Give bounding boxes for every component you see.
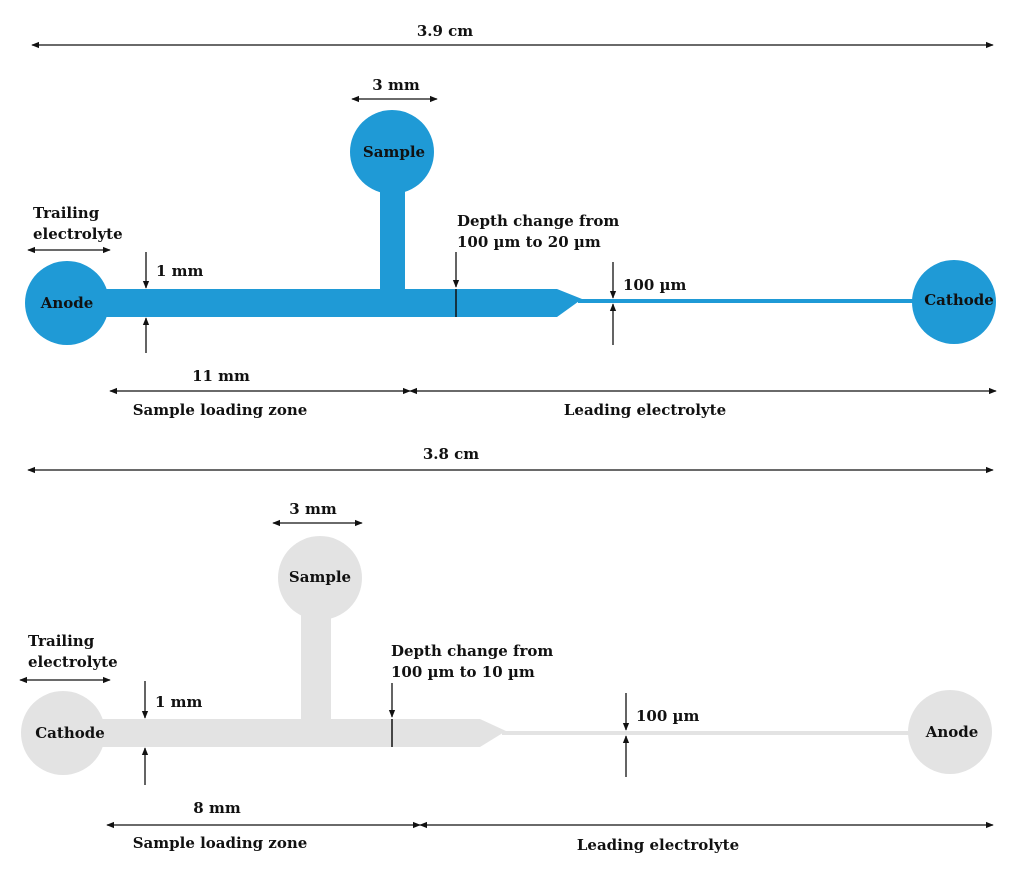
bottom-right-reservoir (908, 690, 992, 774)
bottom-right-electrode-label: Anode (925, 723, 979, 741)
top-sample-channel (380, 180, 405, 292)
bottom-sample-label: Sample (289, 568, 351, 586)
bottom-overall-length-label: 3.8 cm (423, 445, 479, 463)
bottom-chip: 3.8 cm 3 mm Sample Cathode Anode Trailin… (19, 445, 994, 854)
top-sample-label: Sample (363, 143, 425, 161)
bottom-sample-reservoir (278, 536, 362, 620)
top-sample-reservoir (350, 110, 434, 194)
bottom-trailing-label-line2: electrolyte (28, 653, 118, 671)
top-sample-zone-label: Sample loading zone (133, 401, 308, 419)
top-chip-body (25, 110, 996, 345)
top-main-channel (100, 289, 582, 317)
top-trailing-label-line2: electrolyte (33, 225, 123, 243)
bottom-channel-width-label: 1 mm (155, 693, 203, 711)
bottom-narrow-channel (502, 731, 912, 735)
bottom-depth-label-line1: Depth change from (391, 642, 553, 660)
top-depth-label-line1: Depth change from (457, 212, 619, 230)
bottom-zone-length-label: 8 mm (193, 799, 241, 817)
bottom-sample-channel (301, 606, 331, 721)
bottom-left-reservoir (21, 691, 105, 775)
top-reservoir-width-label: 3 mm (372, 76, 420, 94)
top-right-electrode-label: Cathode (924, 291, 994, 309)
top-narrow-channel (578, 299, 918, 303)
top-right-reservoir (912, 260, 996, 344)
top-zone-length-label: 11 mm (192, 367, 250, 385)
top-overall-length-label: 3.9 cm (417, 22, 473, 40)
top-trailing-label-line1: Trailing (33, 204, 100, 222)
top-narrow-width-label: 100 µm (623, 276, 687, 294)
bottom-reservoir-width-label: 3 mm (289, 500, 337, 518)
bottom-chip-body (21, 536, 992, 775)
bottom-left-electrode-label: Cathode (35, 724, 105, 742)
top-leading-zone-label: Leading electrolyte (564, 401, 726, 419)
top-channel-width-label: 1 mm (156, 262, 204, 280)
top-left-electrode-label: Anode (40, 294, 94, 312)
bottom-trailing-label-line1: Trailing (28, 632, 95, 650)
bottom-narrow-width-label: 100 µm (636, 707, 700, 725)
bottom-main-channel (97, 719, 506, 747)
bottom-sample-zone-label: Sample loading zone (133, 834, 308, 852)
top-left-reservoir (25, 261, 109, 345)
bottom-depth-label-line2: 100 µm to 10 µm (391, 663, 535, 681)
top-chip: 3.9 cm 3 mm Sample Anode Cathode Trailin… (25, 22, 997, 419)
bottom-leading-zone-label: Leading electrolyte (577, 836, 739, 854)
top-depth-label-line2: 100 µm to 20 µm (457, 233, 601, 251)
